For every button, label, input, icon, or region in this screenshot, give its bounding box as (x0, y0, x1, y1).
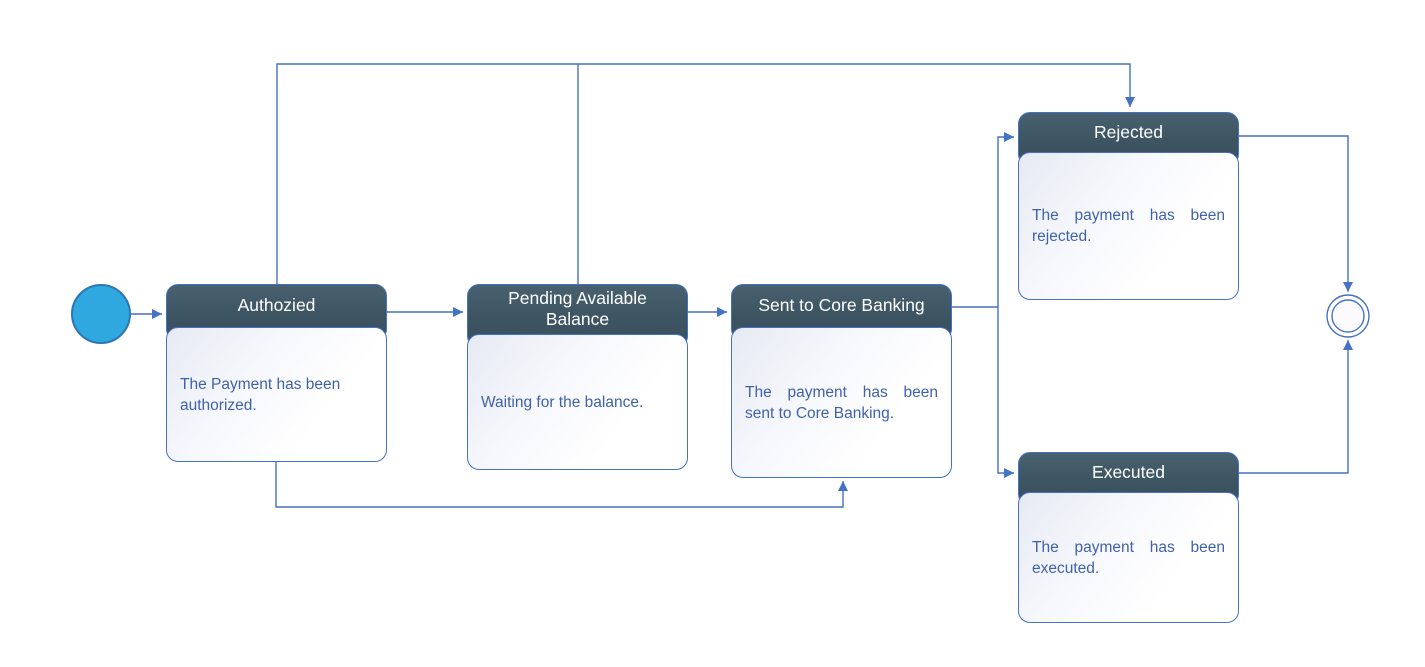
description-line: The Payment has been (180, 375, 341, 393)
description-line: Waiting for the balance. (481, 393, 644, 411)
state-rejected[interactable]: Rejected The payment has been rejected. (1018, 112, 1239, 300)
edge-authorized-to-sent-bottom (275, 462, 848, 508)
state-authorized-description: The Payment has been authorized. (166, 327, 387, 462)
state-executed[interactable]: Executed The payment has been executed. (1018, 452, 1239, 623)
description-line: The payment has been (1032, 538, 1225, 556)
state-pending-available-balance[interactable]: Pending Available Balance Waiting for th… (467, 284, 688, 470)
state-sent-title-text: Sent to Core Banking (758, 295, 925, 315)
description-line: sent to Core Banking. (745, 404, 895, 422)
state-authorized-title-text: Authozied (237, 295, 316, 315)
state-rejected-title: Rejected (1018, 112, 1239, 166)
state-pending-title-text: Pending Available Balance (508, 288, 647, 329)
state-sent-to-core-banking[interactable]: Sent to Core Banking The payment has bee… (731, 284, 952, 478)
edge-sent-to-executed (997, 307, 1014, 478)
description-line: executed. (1032, 559, 1100, 577)
description-line: The payment has been (745, 383, 938, 401)
state-pending-description: Waiting for the balance. (467, 334, 688, 470)
state-rejected-description: The payment has been rejected. (1018, 152, 1239, 300)
state-executed-description: The payment has been executed. (1018, 492, 1239, 623)
edge-rejected-to-end (1239, 135, 1353, 292)
state-rejected-title-text: Rejected (1093, 121, 1164, 142)
edge-authorized-to-rejected-top (276, 63, 1135, 284)
edge-executed-to-end (1239, 340, 1353, 474)
description-line: The payment has been (1032, 207, 1225, 224)
initial-state-node[interactable] (71, 284, 131, 344)
edge-sent-to-rejected (997, 132, 1014, 307)
state-authorized[interactable]: Authozied The Payment has been authorize… (166, 284, 387, 462)
state-sent-description: The payment has been sent to Core Bankin… (731, 327, 952, 478)
state-executed-title-text: Executed (1092, 461, 1165, 482)
description-line: authorized. (180, 396, 257, 414)
final-state-node[interactable] (1326, 294, 1370, 338)
description-line: rejected. (1032, 228, 1092, 245)
